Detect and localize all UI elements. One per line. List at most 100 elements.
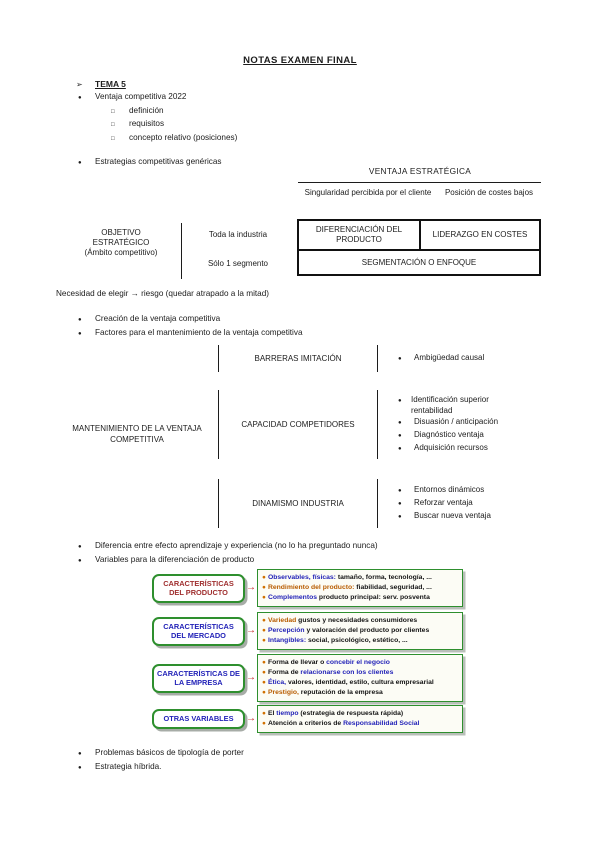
row-label-solo-segmento: Sólo 1 segmento xyxy=(207,259,269,268)
bullet-icon: ● xyxy=(398,514,402,520)
list-item: ●Ventaja competitiva 2022 xyxy=(75,91,237,105)
list-item-label: Diferencia entre efecto aprendizaje y ex… xyxy=(95,541,378,550)
arrow-right-icon: → xyxy=(246,672,256,683)
text-segment: producto principal: serv. posventa xyxy=(317,594,430,601)
row-header-line: ESTRATÉGICO xyxy=(92,238,150,247)
list-item-label: Diagnóstico ventaja xyxy=(414,430,484,439)
list-item-label: Adquisición recursos xyxy=(414,443,488,452)
bullet-icon: □ xyxy=(111,135,115,142)
list-item: ●Adquisición recursos xyxy=(398,442,510,455)
variables-category-box: CARACTERÍSTICAS DE LA EMPRESA xyxy=(152,663,245,693)
list-item: ● Diagnóstico ventaja xyxy=(398,429,510,442)
text-segment: Atención a criterios de xyxy=(267,720,344,727)
list-item: □requisitos xyxy=(75,118,237,132)
bullet-icon: ● xyxy=(262,669,266,676)
bullet-icon: ● xyxy=(78,160,82,166)
list-item: ● Buscar nueva ventaja xyxy=(398,510,510,523)
bullet-icon: □ xyxy=(111,122,115,128)
list-item-label: Ambigüedad causal xyxy=(414,353,485,362)
list-item: ●Creación de la ventaja competitiva xyxy=(75,313,303,327)
text-segment: y valoración del producto por clientes xyxy=(304,627,430,634)
maintenance-row: DINAMISMO INDUSTRIA●Entornos dinámicos●R… xyxy=(218,479,510,528)
maintenance-factor-cell: CAPACIDAD COMPETIDORES xyxy=(218,390,378,459)
bullet-icon: ● xyxy=(262,720,266,727)
variables-detail-box: ●Variedad gustos y necesidades consumido… xyxy=(257,612,463,650)
bullet-icon: ● xyxy=(262,574,266,581)
list-item: ●Rendimiento del producto: fiabilidad, s… xyxy=(262,583,458,593)
text-segment: Percepción xyxy=(267,627,305,634)
list-item: ●Atención a criterios de Responsabilidad… xyxy=(262,719,458,729)
list-item: ●Disuasión / anticipación xyxy=(398,416,510,429)
variables-row: CARACTERÍSTICAS DEL MERCADO→●Variedad gu… xyxy=(152,612,463,650)
list-item: ●Ambigüedad causal xyxy=(398,352,510,365)
list-item-label: Variables para la diferenciación de prod… xyxy=(95,554,255,564)
list-item-label: Disuasión / anticipación xyxy=(414,417,499,426)
text-segment: tamaño, forma, tecnología, ... xyxy=(335,574,432,581)
list-item-label: definición xyxy=(129,105,164,115)
maintenance-factor-cell: BARRERAS IMITACIÓN xyxy=(218,345,378,372)
bullet-icon: ● xyxy=(398,433,402,439)
row-header-line: (Ámbito competitivo) xyxy=(84,248,158,257)
bullet-icon: ● xyxy=(262,659,266,666)
bullet-icon: ● xyxy=(262,594,266,601)
outline-list: ●Ventaja competitiva 2022□definición□req… xyxy=(75,91,237,170)
list-item: ● Variables para la diferenciación de pro… xyxy=(75,554,378,568)
bullet-icon: ● xyxy=(262,637,266,644)
text-segment: Intangibles: xyxy=(267,637,307,644)
text-segment: Forma de xyxy=(267,669,301,676)
list-item: ●Prestigio, reputación de la empresa xyxy=(262,688,458,698)
row-header-line: OBJETIVO xyxy=(101,228,141,237)
list-item-label: Ventaja competitiva 2022 xyxy=(95,92,187,101)
maintenance-row: CAPACIDAD COMPETIDORES●Identificación su… xyxy=(218,390,510,459)
bullet-icon: ● xyxy=(262,627,266,634)
list-item: ●Ética, valores, identidad, estilo, cult… xyxy=(262,678,458,688)
bullet-icon: ● xyxy=(78,557,82,564)
list-item-label: Problemas básicos de tipología de porter xyxy=(95,748,244,757)
cell-liderazgo-costes: LIDERAZGO EN COSTES xyxy=(419,219,541,251)
arrow-right-icon: → xyxy=(246,582,256,593)
text-segment: Ética, xyxy=(267,679,287,686)
text-segment: tiempo xyxy=(276,710,299,717)
tema-heading: ➢ TEMA 5 xyxy=(75,79,126,89)
post-bullet-list: ● Diferencia entre efecto aprendizaje y e… xyxy=(75,540,378,567)
variables-category-box: CARACTERÍSTICAS DEL PRODUCTO xyxy=(152,573,245,603)
bullet-icon: □ xyxy=(111,108,115,115)
list-item: ●Percepción y valoración del producto po… xyxy=(262,626,458,636)
need-to-choose-note: Necesidad de elegir → riesgo (quedar atr… xyxy=(56,289,269,298)
list-item-label: Buscar nueva ventaja xyxy=(414,511,491,520)
text-segment: relacionarse con los clientes xyxy=(300,669,394,676)
text-segment: Complementos xyxy=(267,594,318,601)
variables-category-box: OTRAS VARIABLES xyxy=(152,709,245,729)
arrow-right-icon: → xyxy=(246,713,256,724)
maintenance-points: ●Identificación superior rentabilidad●Di… xyxy=(378,390,510,459)
tema-label: TEMA 5 xyxy=(95,79,126,89)
list-item: ●Estrategias competitivas genéricas xyxy=(75,156,237,170)
bullet-icon: ● xyxy=(262,617,266,624)
text-segment: Forma de llevar o xyxy=(267,659,327,666)
page-title: NOTAS EXAMEN FINAL xyxy=(243,55,357,66)
list-item: ●El tiempo (estrategia de respuesta rápi… xyxy=(262,709,458,719)
list-item: □ definición xyxy=(75,105,237,119)
maintenance-left-label: MANTENIMIENTO DE LA VENTAJA COMPETITIVA xyxy=(72,424,202,444)
variables-row: CARACTERÍSTICAS DE LA EMPRESA→●Forma de … xyxy=(152,654,463,702)
table-vertical-divider xyxy=(181,223,182,279)
list-item: ●Estrategia híbrida. xyxy=(75,761,244,775)
list-item: □concepto relativo (posiciones) xyxy=(75,132,237,146)
bullet-icon: ● xyxy=(262,584,266,591)
maintenance-points: ●Entornos dinámicos●Reforzar ventaja●Bus… xyxy=(378,479,510,528)
bullet-icon: ● xyxy=(78,330,82,337)
variables-detail-box: ●Forma de llevar o concebir el negocio●F… xyxy=(257,654,463,702)
text-segment: reputación de la empresa xyxy=(298,689,383,696)
variables-category-box: CARACTERÍSTICAS DEL MERCADO xyxy=(152,616,245,646)
list-item: ●Entornos dinámicos xyxy=(398,484,510,497)
arrow-bullet-icon: ➢ xyxy=(76,80,83,89)
text-segment: Responsabilidad Social xyxy=(343,720,420,727)
variables-row: CARACTERÍSTICAS DEL PRODUCTO→●Observable… xyxy=(152,569,463,607)
text-segment: Prestigio, xyxy=(267,689,299,696)
bullet-icon: ● xyxy=(262,689,266,696)
list-item-label: Estrategia híbrida. xyxy=(95,761,162,771)
row-label-toda-industria: Toda la industria xyxy=(208,230,268,239)
arrow-right-icon: → xyxy=(246,625,256,636)
